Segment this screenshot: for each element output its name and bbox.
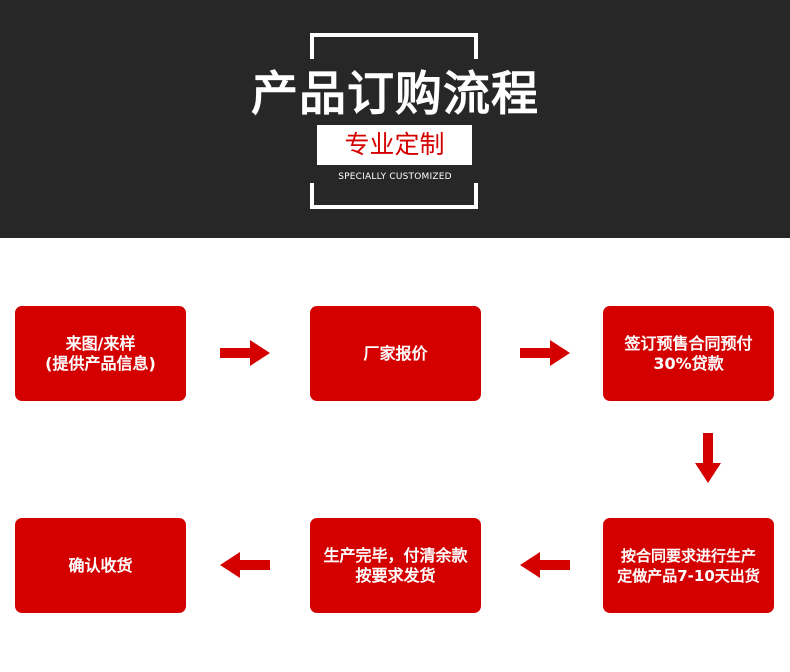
step-production: 按合同要求进行生产 定做产品7-10天出货 xyxy=(603,518,774,613)
step-label: 厂家报价 xyxy=(363,343,428,363)
arrow-right-icon xyxy=(220,340,270,366)
step-label: 确认收货 xyxy=(68,555,133,575)
page-title: 产品订购流程 xyxy=(251,67,539,122)
subtitle-english: SPECIALLY CUSTOMIZED xyxy=(338,172,452,182)
step-send-sample: 来图/来样 (提供产品信息) xyxy=(15,306,186,401)
step-label: 签订预售合同预付 30%贷款 xyxy=(624,333,753,373)
step-factory-quote: 厂家报价 xyxy=(310,306,481,401)
subtitle-badge: 专业定制 xyxy=(317,125,472,165)
step-label: 来图/来样 (提供产品信息) xyxy=(45,333,156,373)
arrow-down-icon xyxy=(695,433,721,483)
title-frame-top xyxy=(310,33,478,59)
step-sign-contract: 签订预售合同预付 30%贷款 xyxy=(603,306,774,401)
step-label: 生产完毕，付清余款 按要求发货 xyxy=(323,545,468,585)
arrow-left-icon xyxy=(520,552,570,578)
step-final-payment: 生产完毕，付清余款 按要求发货 xyxy=(310,518,481,613)
header-banner: 产品订购流程 专业定制 SPECIALLY CUSTOMIZED xyxy=(0,0,790,238)
step-confirm-receipt: 确认收货 xyxy=(15,518,186,613)
arrow-left-icon xyxy=(220,552,270,578)
step-label: 按合同要求进行生产 定做产品7-10天出货 xyxy=(617,546,760,585)
arrow-right-icon xyxy=(520,340,570,366)
title-frame-bottom xyxy=(310,183,478,209)
